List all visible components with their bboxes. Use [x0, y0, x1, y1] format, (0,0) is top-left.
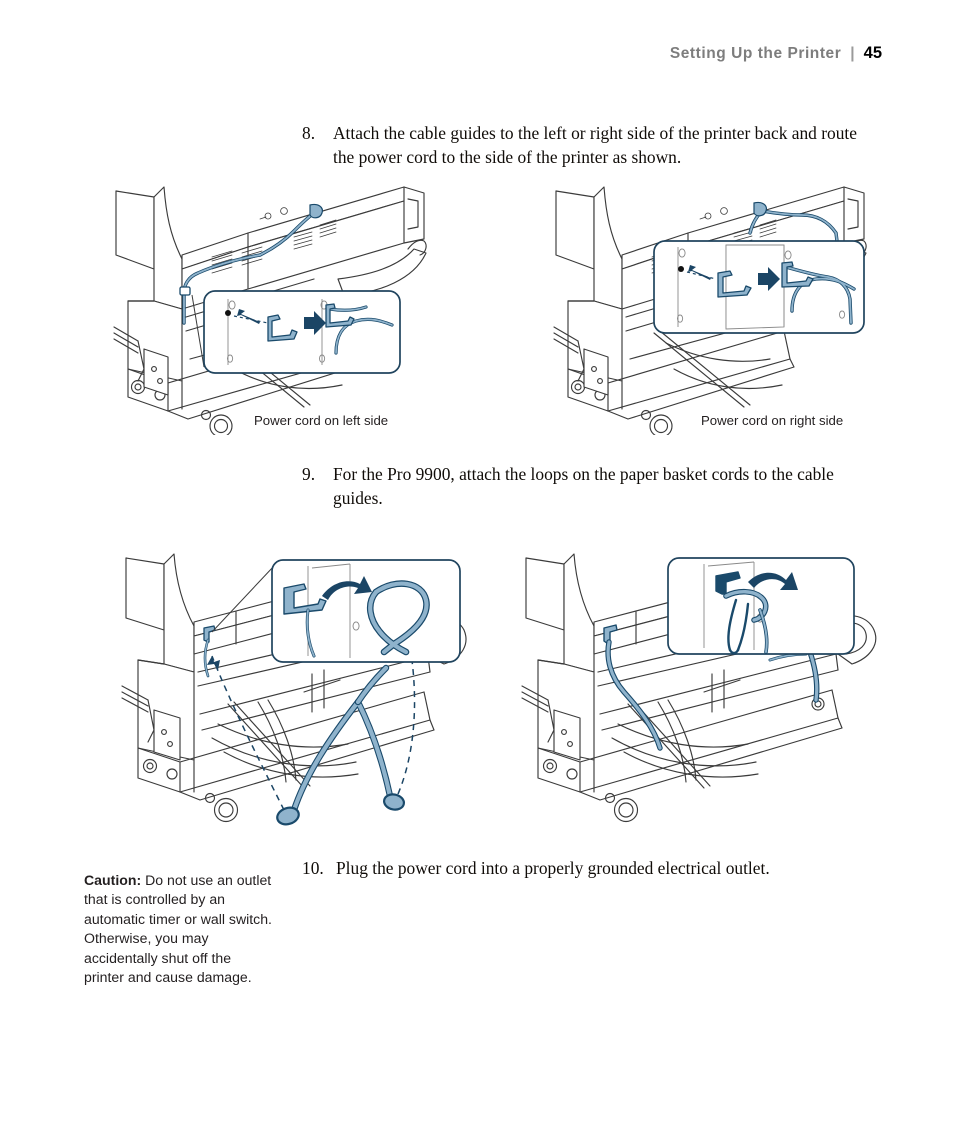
- step-number-8: 8.: [302, 123, 316, 143]
- step-item-9: 9. For the Pro 9900, attach the loops on…: [302, 463, 882, 510]
- figure-power-cord-right: [548, 183, 888, 435]
- callout-detail-loop-attached: [667, 557, 855, 655]
- caution-text: Do not use an outlet that is controlled …: [84, 872, 272, 986]
- figure-power-cord-left: [108, 183, 448, 435]
- step-item-8: 8. Attach the cable guides to the left o…: [302, 122, 882, 169]
- step-text-10: Plug the power cord into a properly grou…: [336, 858, 770, 878]
- page-number: 45: [863, 44, 882, 62]
- page-header-separator: |: [850, 45, 855, 62]
- figure-basket-cords-attached: [508, 552, 888, 847]
- callout-detail-right: [653, 240, 865, 334]
- figure-caption-power-cord-left: Power cord on left side: [254, 413, 389, 428]
- step-number-10: 10.: [302, 858, 324, 878]
- page-header-title: Setting Up the Printer: [669, 45, 842, 62]
- step-text-9: For the Pro 9900, attach the loops on th…: [333, 464, 834, 508]
- callout-detail-left: [203, 290, 401, 374]
- page-header: Setting Up the Printer | 45: [0, 44, 954, 70]
- step-text-8: Attach the cable guides to the left or r…: [333, 123, 857, 167]
- page-header-inner: Setting Up the Printer | 45: [670, 44, 882, 63]
- figure-caption-power-cord-right: Power cord on right side: [701, 413, 844, 428]
- step-item-10: 10. Plug the power cord into a properly …: [302, 857, 862, 881]
- figure-basket-cords-attach: [108, 552, 480, 847]
- step-number-9: 9.: [302, 464, 316, 484]
- caution-note: Caution: Do not use an outlet that is co…: [84, 871, 274, 987]
- caution-label: Caution:: [84, 872, 142, 888]
- callout-detail-loop-attach: [271, 559, 461, 663]
